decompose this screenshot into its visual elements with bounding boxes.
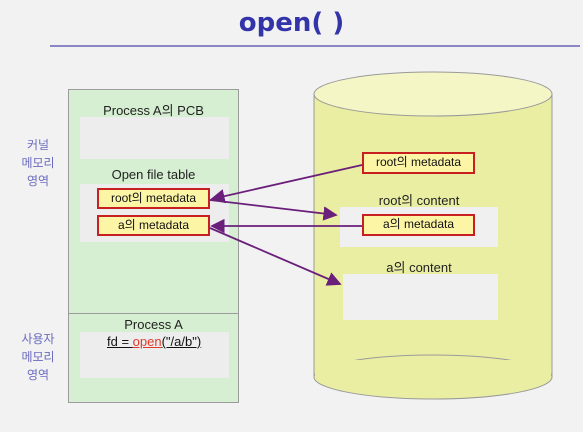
root-content-label: root의 content — [378, 193, 460, 208]
arrow-oft-root-to-root-content — [209, 199, 338, 221]
title-divider — [50, 45, 580, 47]
open-file-table-label: Open file table — [111, 167, 196, 182]
user-memory-label: 사용자 메모리 영역 — [14, 330, 62, 384]
kernel-memory-label-line3: 영역 — [26, 174, 50, 188]
user-memory-label-line2: 메모리 — [21, 350, 55, 364]
code-lhs: fd = — [107, 334, 133, 349]
process-a-label: Process A — [124, 317, 183, 332]
oft-root-metadata: root의 metadata — [97, 188, 210, 209]
user-memory-label-line3: 영역 — [26, 368, 50, 382]
kernel-memory-label: 커널 메모리 영역 — [14, 136, 62, 190]
kernel-memory-label-line2: 메모리 — [21, 156, 55, 170]
pcb-label: Process A의 PCB — [103, 103, 204, 118]
disk-root-metadata: root의 metadata — [362, 152, 475, 174]
process-a-box — [80, 332, 229, 378]
slide-title: open( ) — [238, 8, 345, 38]
disk-a-metadata: a의 metadata — [362, 214, 475, 236]
open-call-code: fd = open("/a/b") — [107, 334, 201, 349]
disk-cylinder-bottom-fill — [315, 360, 551, 377]
arrow-oft-a-to-a-content — [209, 227, 342, 286]
kernel-memory-label-line1: 커널 — [26, 138, 50, 152]
pcb-box — [80, 117, 229, 159]
disk-cylinder-top — [313, 71, 553, 117]
oft-a-metadata: a의 metadata — [97, 215, 210, 236]
user-memory-label-line1: 사용자 — [21, 332, 55, 346]
code-open-fn: open — [132, 334, 162, 349]
a-content-label: a의 content — [386, 260, 452, 275]
arrow-disk-root-to-oft-root — [210, 164, 363, 204]
code-args: ("/a/b") — [161, 334, 202, 349]
a-content-box — [343, 274, 498, 320]
